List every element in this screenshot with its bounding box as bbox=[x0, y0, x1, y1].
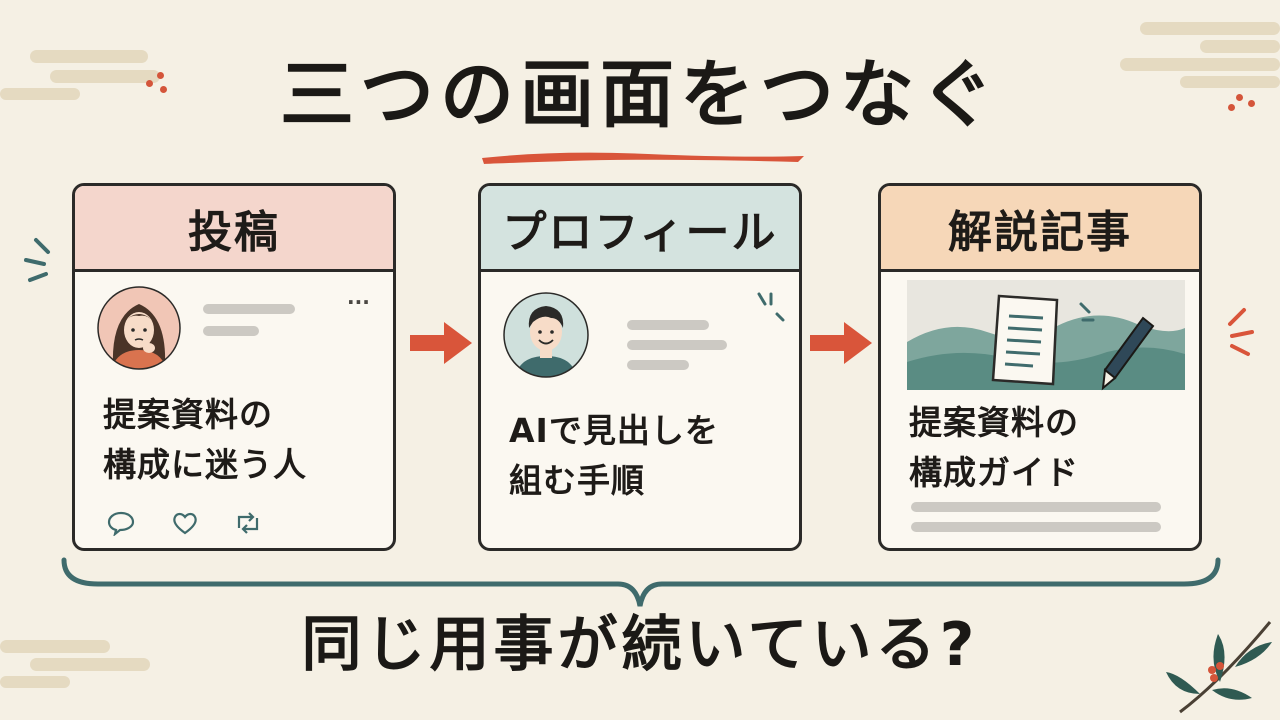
document-icon bbox=[991, 294, 1059, 386]
sparkle-lines-icon bbox=[757, 292, 785, 322]
comment-icon[interactable] bbox=[107, 510, 135, 536]
profile-card: プロフィール AIで見出しを 組む手順 bbox=[478, 183, 802, 551]
pen-icon bbox=[1101, 316, 1155, 391]
profile-bio-placeholder bbox=[627, 340, 727, 350]
post-card: 投稿 ··· 提案資料の 構成に迷う人 bbox=[72, 183, 396, 551]
post-card-header: 投稿 bbox=[75, 186, 393, 272]
post-name-placeholder bbox=[203, 304, 295, 314]
profile-meta-placeholder bbox=[627, 360, 689, 370]
article-card-header: 解説記事 bbox=[881, 186, 1199, 272]
article-body-placeholder-1 bbox=[911, 502, 1161, 512]
spark-left bbox=[24, 238, 50, 282]
spark-right bbox=[1228, 308, 1254, 356]
page-title: 三つの画面をつなぐ bbox=[280, 52, 1000, 138]
profile-text: AIで見出しを 組む手順 bbox=[509, 411, 719, 500]
article-text: 提案資料の 構成ガイド bbox=[909, 403, 1079, 492]
leaf-branch-icon bbox=[1166, 621, 1272, 714]
bottom-question: 同じ用事が続いている? bbox=[301, 610, 979, 680]
title-underline bbox=[482, 152, 804, 164]
smiling-man-avatar bbox=[503, 292, 589, 378]
profile-name-placeholder bbox=[627, 320, 709, 330]
heart-icon[interactable] bbox=[171, 510, 199, 536]
article-body-placeholder-2 bbox=[911, 522, 1161, 532]
article-card: 解説記事 提案資料の 構成ガイド bbox=[878, 183, 1202, 551]
arrow-right-icon bbox=[410, 322, 472, 364]
arrow-right-icon bbox=[810, 322, 872, 364]
post-text: 提案資料の 構成に迷う人 bbox=[103, 395, 307, 484]
post-handle-placeholder bbox=[203, 326, 259, 336]
worried-woman-avatar bbox=[97, 286, 181, 370]
sparkle-lines-icon bbox=[1079, 302, 1095, 322]
profile-card-header: プロフィール bbox=[481, 186, 799, 272]
more-options-icon[interactable]: ··· bbox=[347, 290, 370, 314]
repost-icon[interactable] bbox=[233, 510, 263, 536]
grouping-brace bbox=[61, 557, 1221, 607]
